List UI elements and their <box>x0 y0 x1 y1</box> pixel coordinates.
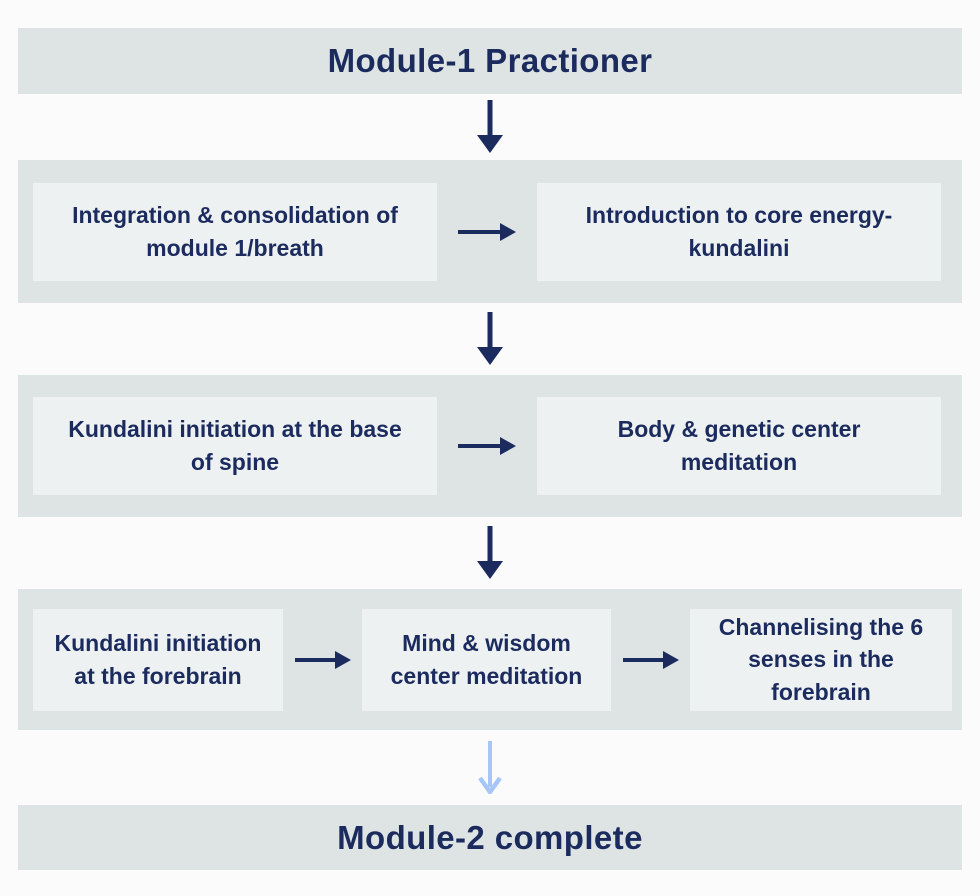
step-box: Kundalini initiation at the forebrain <box>33 608 283 711</box>
step-label: Kundalini initiation at the forebrain <box>54 629 262 689</box>
stage-row-1: Integration & consolidation of module 1/… <box>18 160 962 303</box>
module-1-header-node: Module-1 Practioner <box>18 28 962 94</box>
arrow-down-icon <box>18 100 962 153</box>
stage-row-2: Kundalini initiation at the base of spin… <box>18 375 962 517</box>
arrow-down-icon <box>18 526 962 579</box>
module-1-header-label: Module-1 Practioner <box>327 42 653 79</box>
arrow-down-light-icon <box>18 741 962 794</box>
step-box: Body & genetic center meditation <box>537 397 941 495</box>
arrow-right-icon <box>283 649 362 671</box>
step-box: Introduction to core energy-kundalini <box>537 182 941 281</box>
step-label: Channelising the 6 senses in the forebra… <box>718 613 924 705</box>
module-2-complete-label: Module-2 complete <box>337 818 643 856</box>
step-box: Channelising the 6 senses in the forebra… <box>690 608 952 711</box>
flowchart: Module-1 Practioner Integration & consol… <box>18 28 962 870</box>
module-2-complete-node: Module-2 complete <box>18 805 962 870</box>
step-box: Integration & consolidation of module 1/… <box>33 182 437 281</box>
step-label: Introduction to core energy-kundalini <box>585 201 893 261</box>
arrow-right-icon <box>611 649 690 671</box>
step-label: Integration & consolidation of module 1/… <box>72 201 398 261</box>
step-box: Kundalini initiation at the base of spin… <box>33 397 437 495</box>
step-box: Mind & wisdom center meditation <box>362 608 611 711</box>
arrow-right-icon <box>437 221 537 243</box>
step-label: Body & genetic center meditation <box>617 416 861 475</box>
arrow-right-icon <box>437 435 537 457</box>
stage-row-3: Kundalini initiation at the forebrain Mi… <box>18 589 962 730</box>
arrow-down-icon <box>18 312 962 365</box>
step-label: Mind & wisdom center meditation <box>390 629 583 689</box>
step-label: Kundalini initiation at the base of spin… <box>68 416 402 475</box>
